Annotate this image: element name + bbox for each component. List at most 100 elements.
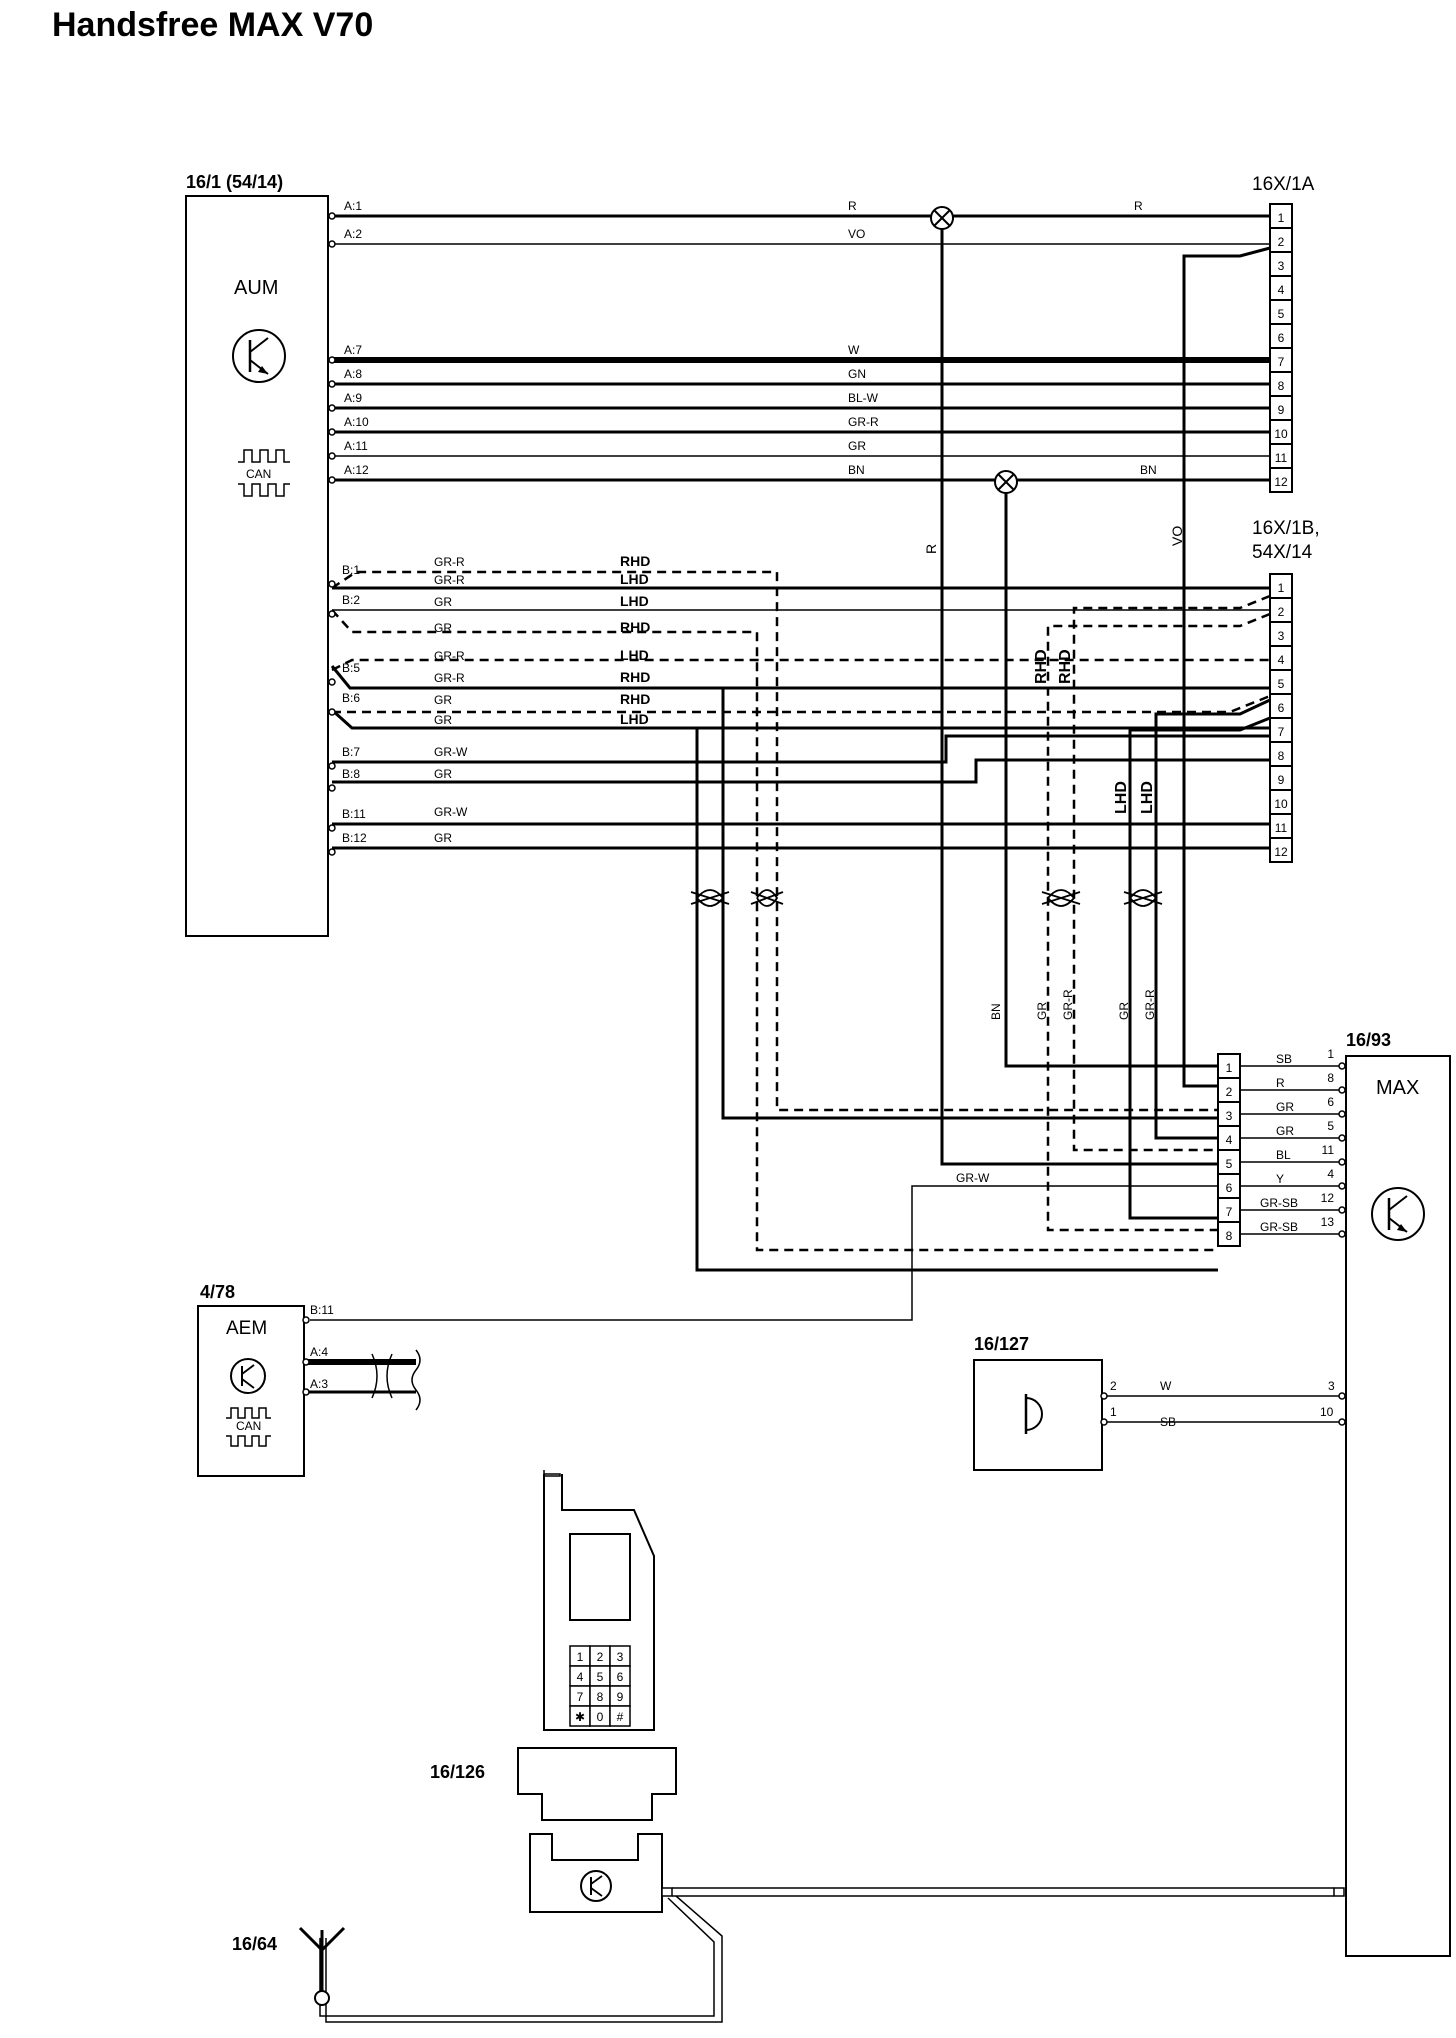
aum-module: 16/1 (54/14) AUM CAN bbox=[185, 172, 329, 937]
vlabel-r: R bbox=[923, 544, 939, 554]
max-pin-number: 13 bbox=[1321, 1215, 1335, 1229]
max-wire-color: GR bbox=[1276, 1100, 1294, 1114]
aem-pin-b11: B:11 bbox=[310, 1303, 334, 1317]
max-pin-number: 5 bbox=[1327, 1119, 1334, 1133]
pin-dot bbox=[1338, 1062, 1346, 1070]
aum-b-pin-label: B:6 bbox=[342, 691, 360, 705]
aum-pin-label: A:1 bbox=[344, 199, 362, 213]
pin-dot bbox=[328, 212, 336, 220]
b-wire-variant: LHD bbox=[620, 571, 649, 587]
max-conn-number: 3 bbox=[1226, 1109, 1233, 1123]
keypad-key-label: 6 bbox=[617, 1670, 624, 1684]
max-pin-number: 12 bbox=[1321, 1191, 1335, 1205]
conn-a-id: 16X/1A bbox=[1252, 174, 1315, 195]
b-wire-color: GR bbox=[434, 693, 452, 707]
mic-wire-w: W bbox=[1160, 1379, 1172, 1393]
aum-b-pin-label: B:8 bbox=[342, 767, 360, 781]
conn-a-number: 2 bbox=[1278, 235, 1285, 249]
b-wire-color: GR bbox=[434, 831, 452, 845]
phone-cradle: 16/126 bbox=[319, 1747, 1345, 2023]
b-wire-color: GR bbox=[434, 595, 452, 609]
transistor-icon bbox=[232, 329, 286, 383]
can-icon: CAN bbox=[226, 1407, 271, 1447]
keypad-key-label: # bbox=[617, 1710, 624, 1724]
conn-a-r-label: R bbox=[1134, 199, 1143, 213]
b-wire-variant: RHD bbox=[620, 691, 650, 707]
conn-a-number: 1 bbox=[1278, 211, 1285, 225]
keypad-key-label: 3 bbox=[617, 1650, 624, 1664]
aem-pin-a4: A:4 bbox=[310, 1345, 328, 1359]
max-pin-number: 4 bbox=[1327, 1167, 1334, 1181]
b-wire-color: GR bbox=[434, 713, 452, 727]
aum-wire-color: GR-R bbox=[848, 415, 879, 429]
conn-a-number: 5 bbox=[1278, 307, 1285, 321]
aum-wire-color: GN bbox=[848, 367, 866, 381]
transistor-icon bbox=[1371, 1187, 1425, 1241]
conn-a-cell bbox=[1269, 467, 1293, 493]
pin-dot bbox=[328, 610, 336, 618]
b-wire-color: GR-W bbox=[434, 745, 468, 759]
max-wire-color: BL bbox=[1276, 1148, 1291, 1162]
vertical-runs: R VO bbox=[923, 206, 1271, 1166]
conn-b-number: 9 bbox=[1278, 773, 1285, 787]
cradle-id: 16/126 bbox=[430, 1762, 485, 1782]
b-wire-variant: RHD bbox=[620, 553, 650, 569]
max-id: 16/93 bbox=[1346, 1030, 1391, 1050]
keypad-key-label: 5 bbox=[597, 1670, 604, 1684]
conn-b-cell bbox=[1269, 837, 1293, 863]
max-conn-number: 2 bbox=[1226, 1085, 1233, 1099]
pin-dot bbox=[328, 240, 336, 248]
conn-a-number: 3 bbox=[1278, 259, 1285, 273]
keypad-key-label: 8 bbox=[597, 1690, 604, 1704]
pin-dot bbox=[1338, 1182, 1346, 1190]
pin-dot bbox=[1338, 1110, 1346, 1118]
aum-id: 16/1 (54/14) bbox=[186, 172, 283, 192]
conn-a-number: 9 bbox=[1278, 403, 1285, 417]
b-wire-color: GR-R bbox=[434, 671, 465, 685]
gr-w-wire: GR-W bbox=[310, 1171, 1218, 1321]
pin-dot bbox=[1338, 1086, 1346, 1094]
conn-a-number: 7 bbox=[1278, 355, 1285, 369]
max-conn-number: 8 bbox=[1226, 1229, 1233, 1243]
aum-b-pin-label: B:7 bbox=[342, 745, 360, 759]
aum-pin-label: A:10 bbox=[344, 415, 369, 429]
antenna-id: 16/64 bbox=[232, 1934, 277, 1954]
aum-pin-label: A:12 bbox=[344, 463, 369, 477]
mic-wire-sb: SB bbox=[1160, 1415, 1176, 1429]
aem-id: 4/78 bbox=[200, 1282, 235, 1302]
keypad-key-label: 4 bbox=[577, 1670, 584, 1684]
aum-b-wires bbox=[330, 570, 1271, 1272]
vlabel-gr-r-2: GR-R bbox=[1143, 989, 1157, 1020]
aum-name: AUM bbox=[234, 277, 278, 299]
aum-b-pin-label: B:2 bbox=[342, 593, 360, 607]
conn-b-number: 4 bbox=[1278, 653, 1285, 667]
microphone-icon bbox=[1024, 1394, 1043, 1434]
pin-dot bbox=[328, 452, 336, 460]
pin-dot bbox=[1338, 1134, 1346, 1142]
keypad-key-label: 2 bbox=[597, 1650, 604, 1664]
aum-wire-color: W bbox=[848, 343, 860, 357]
aum-pin-label: A:9 bbox=[344, 391, 362, 405]
conn-a-number: 4 bbox=[1278, 283, 1285, 297]
aem-module: 4/78 AEM CAN B:11 A:4 A:3 bbox=[197, 1282, 421, 1477]
conn-b-number: 5 bbox=[1278, 677, 1285, 691]
aum-b-pin-labels: B:1B:2B:5B:6B:7B:8B:11B:12 bbox=[328, 563, 367, 856]
max-name: MAX bbox=[1376, 1077, 1419, 1099]
conn-a-bn-label: BN bbox=[1140, 463, 1157, 477]
mic-id: 16/127 bbox=[974, 1334, 1029, 1354]
b-wire-variant: RHD bbox=[620, 669, 650, 685]
transistor-icon bbox=[580, 1870, 612, 1902]
pin-dot bbox=[328, 708, 336, 716]
aum-b-pin-label: B:1 bbox=[342, 563, 360, 577]
max-module: 16/93 MAX bbox=[1345, 1030, 1451, 1957]
b-wire-variant: LHD bbox=[620, 593, 649, 609]
conn-a-number: 6 bbox=[1278, 331, 1285, 345]
conn-b-number: 10 bbox=[1274, 797, 1288, 811]
conn-b-number: 7 bbox=[1278, 725, 1285, 739]
conn-a-number: 12 bbox=[1274, 475, 1288, 489]
max-wire-color: GR-SB bbox=[1260, 1196, 1298, 1210]
twisted-pair-markers bbox=[690, 889, 1163, 907]
vlabel-gr-r-1: GR-R bbox=[1061, 989, 1075, 1020]
pin-dot bbox=[1338, 1206, 1346, 1214]
